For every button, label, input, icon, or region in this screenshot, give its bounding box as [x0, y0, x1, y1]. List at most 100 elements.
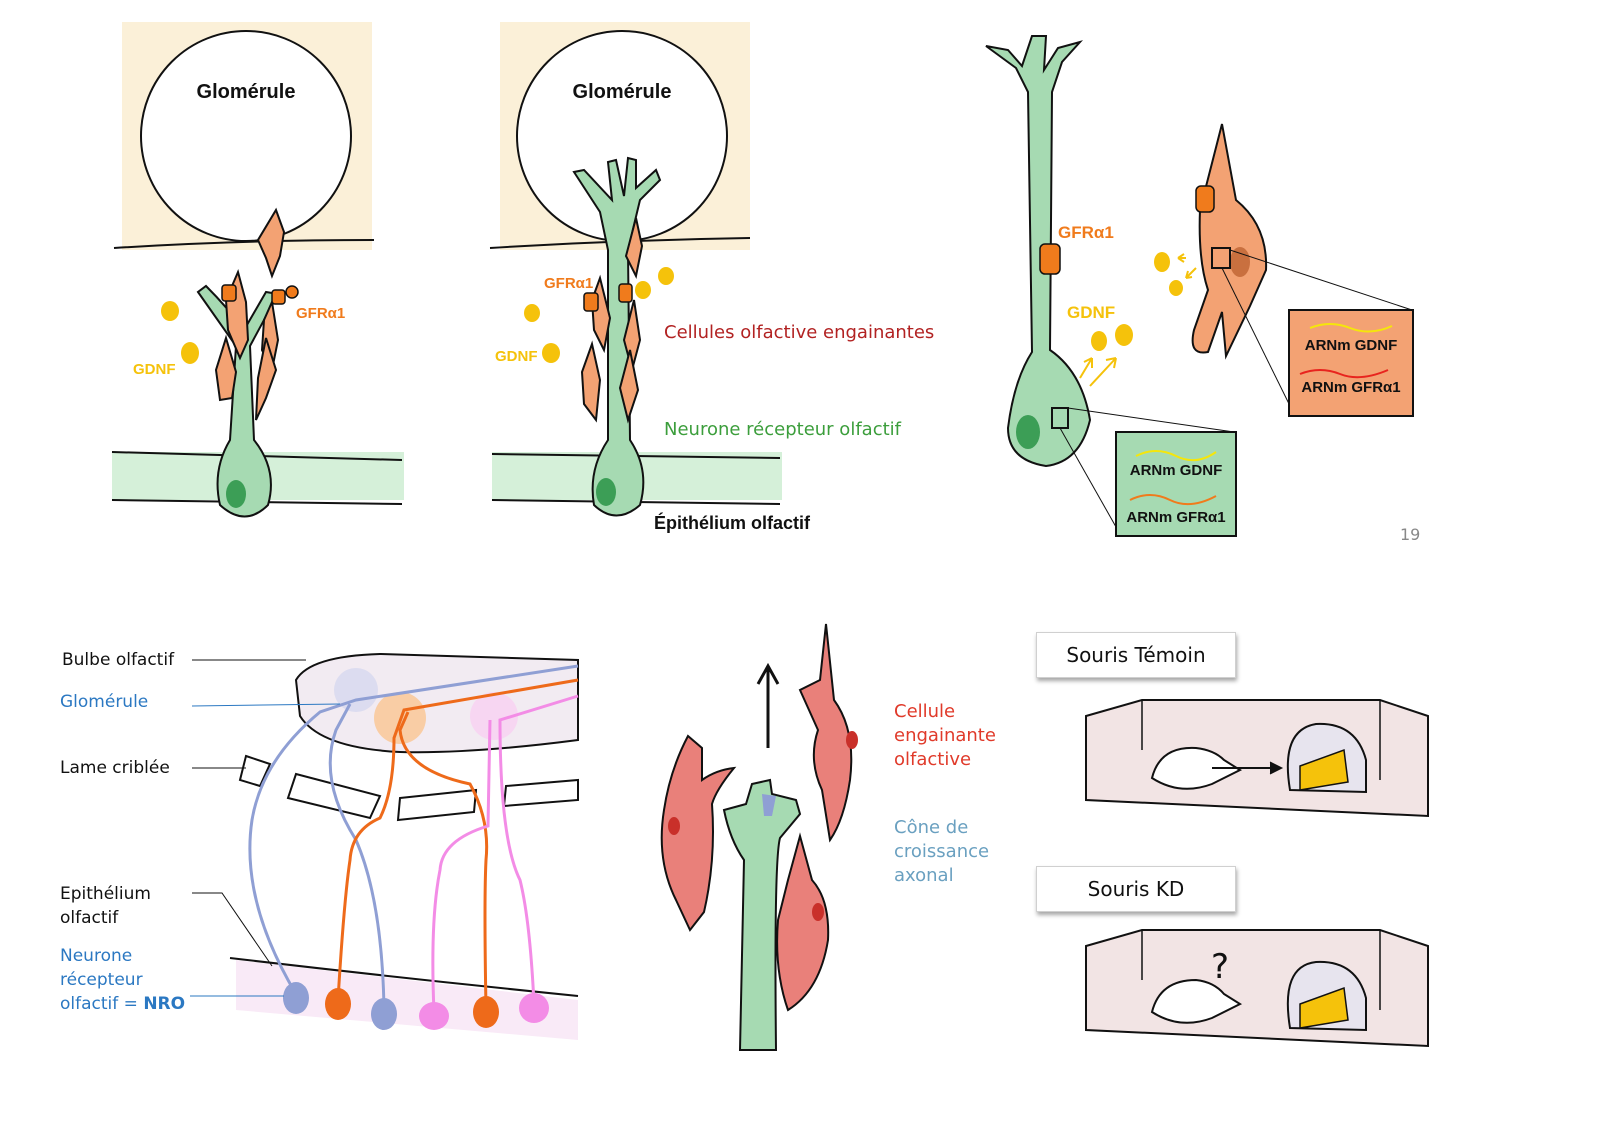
cheese [1299, 986, 1349, 1029]
oec-line3: olfactive [894, 749, 972, 770]
lame-label: Lame criblée [60, 758, 170, 778]
gfra1-label-2: GFRα1 [544, 275, 593, 292]
glomerule-blue [334, 668, 378, 712]
panel-glomerule-1 [111, 22, 404, 518]
nro-orange [473, 996, 499, 1028]
oec-cell [798, 623, 853, 843]
gfra1-receptor [583, 292, 599, 312]
nro-blue [371, 998, 397, 1030]
orange-mrna-box [1288, 309, 1414, 417]
nro-line3-text: olfactif = [60, 994, 144, 1014]
neuron-nucleus [596, 478, 616, 506]
oec-label: Cellule engainante olfactive [894, 700, 996, 772]
mouse-kd [1150, 978, 1243, 1024]
olfactory-neuron [985, 35, 1092, 468]
oec-cell [660, 734, 737, 932]
gdnf-dot [658, 267, 674, 285]
page-number: 19 [1400, 525, 1420, 544]
legend-oec: Cellules olfactive engainantes [664, 322, 934, 343]
epithelium-label: Épithélium olfactif [654, 512, 811, 533]
axon-orange [336, 678, 579, 1001]
gdnf-dot [161, 301, 179, 321]
direction-arrow [756, 662, 780, 748]
cone-line2: croissance [894, 841, 990, 862]
oec-cell [776, 832, 830, 1012]
panel-glomerule-2 [489, 22, 782, 517]
nro-pink [519, 993, 549, 1023]
axon-orange [398, 711, 489, 1009]
gdnf-dot [635, 281, 651, 299]
cage-kd [1085, 929, 1429, 1048]
gdnf-dot [1091, 331, 1107, 351]
question-mark: ? [1211, 947, 1229, 987]
nro-bold: NRO [143, 994, 186, 1014]
gdnf-dot [1169, 280, 1183, 296]
gdnf-dot [542, 343, 560, 363]
green-box-line1: ARNm GDNF [1130, 462, 1223, 479]
cone-label: Cône de croissance axonal [894, 816, 989, 888]
nro-label: Neurone récepteur olfactif = NRO [60, 944, 185, 1016]
nro-blue [283, 982, 309, 1014]
oec-cell [618, 349, 640, 424]
cribriform-plate [238, 754, 272, 788]
axon-blue [248, 664, 579, 995]
growth-cone [722, 778, 802, 1051]
olfactory-neuron [572, 156, 662, 517]
gfra1-label-right: GFRα1 [1058, 223, 1114, 242]
cribriform-plate [502, 778, 579, 808]
secretion-arrow [1079, 357, 1093, 379]
neuron-nucleus [1016, 415, 1040, 449]
epithelium-line1: Epithélium [60, 884, 151, 904]
bulb-boundary [113, 239, 375, 249]
glomerule-label-2: Glomérule [573, 81, 672, 103]
oec-cell [256, 207, 286, 279]
green-mrna-box [1115, 431, 1237, 537]
glomerule-pink [470, 692, 518, 740]
control-mouse-title: Souris Témoin [1036, 632, 1236, 678]
cribriform-plate [396, 788, 478, 822]
cheese [1299, 748, 1349, 791]
cone-line1: Cône de [894, 817, 969, 838]
gfra1-receptor [271, 289, 286, 305]
axon-pink [498, 694, 579, 1005]
leader-line [191, 703, 341, 707]
axon-pink [431, 719, 492, 1013]
gdnf-dot [181, 342, 199, 364]
bulbe-label: Bulbe olfactif [62, 650, 175, 670]
nro-orange [325, 988, 351, 1020]
gdnf-dot [524, 304, 540, 322]
oec-line2: engainante [894, 725, 996, 746]
green-box-line2: ARNm GFRα1 [1126, 509, 1225, 526]
gfra1-receptor [1195, 185, 1215, 213]
secretion-arrow [1185, 267, 1197, 279]
panel-growth-cone [660, 623, 858, 1051]
secretion-arrow [1177, 253, 1186, 263]
gfra1-receptor [618, 283, 633, 303]
cone-line3: axonal [894, 865, 954, 886]
legend-nro: Neurone récepteur olfactif [664, 419, 902, 440]
glomerule-label: Glomérule [60, 692, 149, 712]
gfra1-receptor [221, 284, 237, 302]
orange-box-line2: ARNm GFRα1 [1301, 379, 1400, 396]
gdnf-dot [1115, 324, 1133, 346]
gfra1-receptor [1039, 243, 1061, 275]
gdnf-dot [1154, 252, 1170, 272]
kd-mouse-title: Souris KD [1036, 866, 1236, 912]
nro-line2: récepteur [60, 970, 143, 990]
gfra1-label-1: GFRα1 [296, 305, 345, 322]
nro-line3: olfactif = NRO [60, 992, 185, 1016]
nro-line1: Neurone [60, 946, 133, 966]
panel-behavior [1085, 699, 1429, 1048]
gdnf-label-1: GDNF [133, 361, 176, 378]
epithelium-line2: olfactif [60, 908, 119, 928]
oec-cell [580, 340, 602, 423]
epithelium-label-bottom: Epithélium olfactif [60, 882, 151, 930]
oec-cell [624, 217, 644, 280]
gdnf-label-2: GDNF [495, 348, 538, 365]
panel-olfactory-pathway [190, 652, 579, 1040]
glomerule-label-1: Glomérule [197, 81, 296, 103]
leader-line [192, 892, 273, 967]
oec-cell [255, 337, 278, 421]
neuron-nucleus [226, 480, 246, 508]
